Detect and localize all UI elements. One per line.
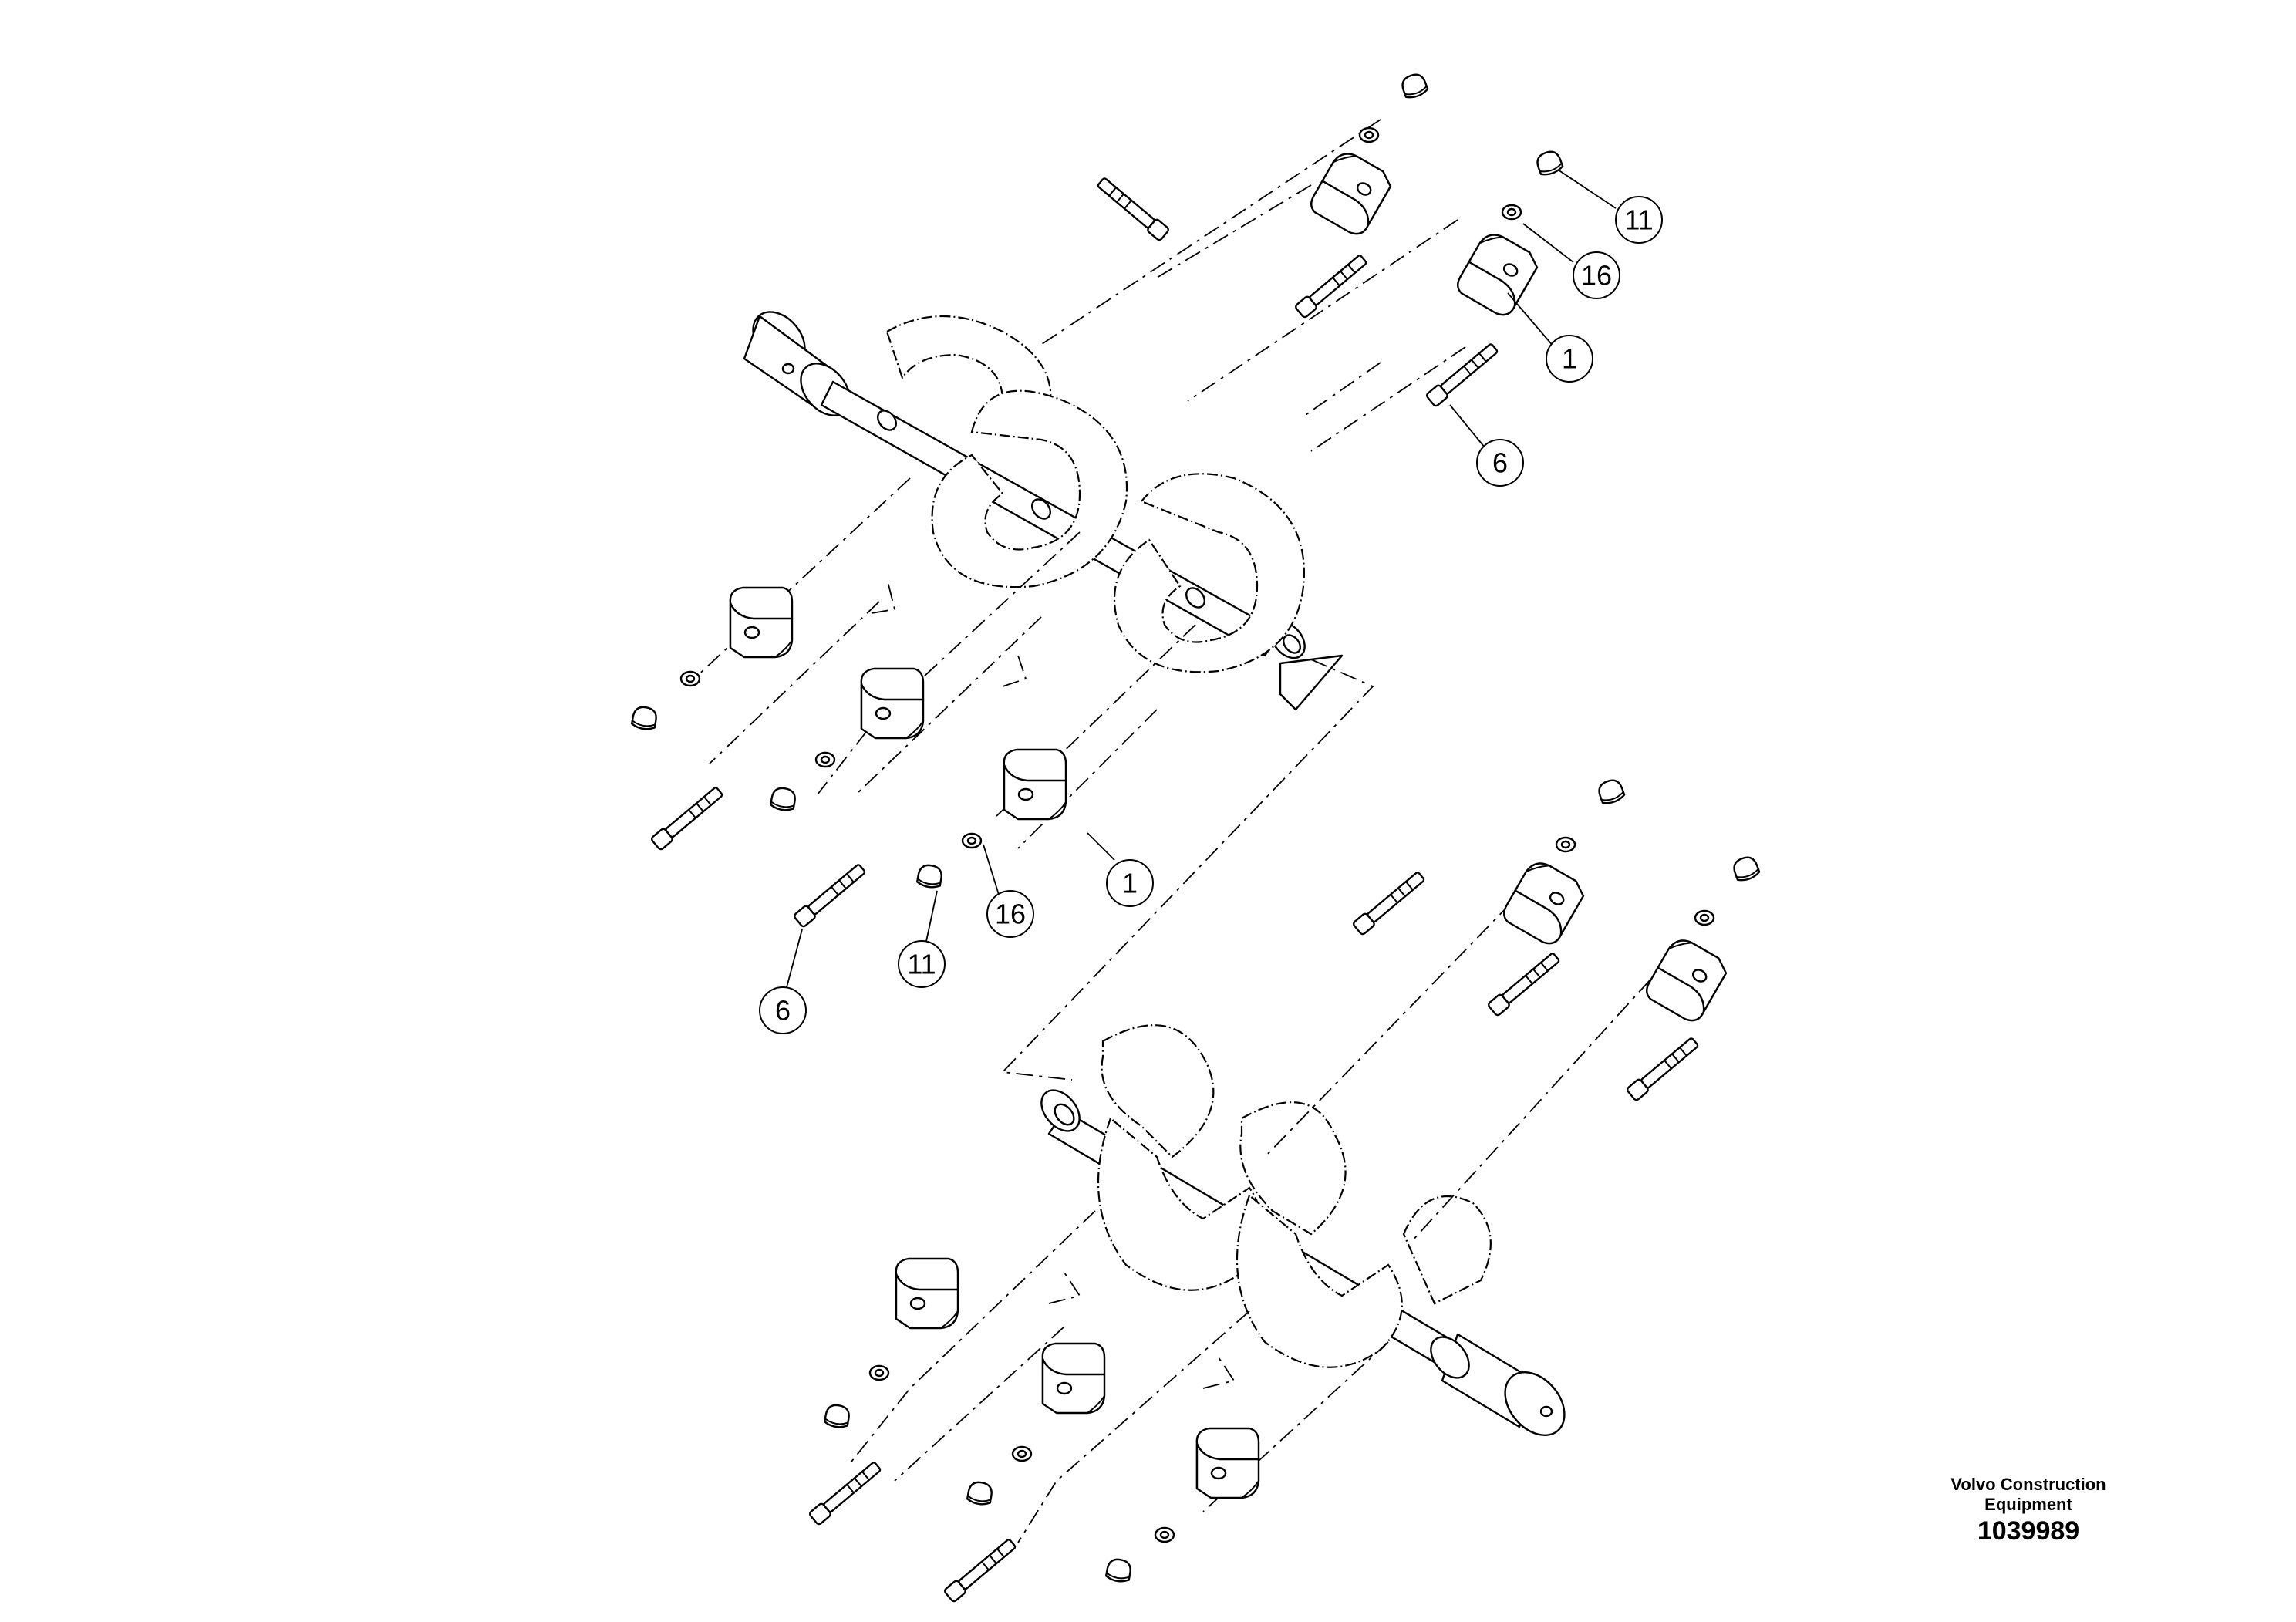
upper-hardware-bottom [630, 586, 1067, 929]
callout-6-middle: 6 [759, 986, 807, 1034]
manufacturer-line-2: Equipment [1984, 1495, 2072, 1514]
svg-text:6: 6 [775, 995, 791, 1027]
manufacturer-line-1: Volvo Construction [1950, 1475, 2106, 1494]
callout-16-middle: 16 [986, 890, 1034, 938]
callout-11-upper: 11 [1615, 196, 1663, 244]
svg-text:1: 1 [1122, 868, 1138, 899]
svg-text:16: 16 [1581, 260, 1612, 292]
lower-auger-flights [1097, 1024, 1492, 1368]
lower-end-bushing [1430, 1333, 1566, 1437]
lower-hardware-top [1351, 776, 1762, 1102]
drawing-number: 1039989 [1977, 1516, 2080, 1546]
svg-text:11: 11 [907, 949, 936, 980]
lower-hardware-bottom [807, 1257, 1260, 1603]
upper-auger-flights [885, 315, 1344, 711]
manufacturer-label: Volvo Construction Equipment [1913, 1475, 2144, 1515]
callout-16-upper: 16 [1573, 251, 1620, 299]
callout-1-upper: 1 [1546, 335, 1593, 383]
svg-text:1: 1 [1562, 343, 1577, 375]
callout-1-middle: 1 [1106, 859, 1154, 907]
upper-auger-assembly [630, 70, 1565, 1081]
callout-6-upper: 6 [1476, 439, 1524, 487]
callout-leaders [786, 169, 1617, 988]
upper-hardware-top [1094, 70, 1565, 408]
svg-text:11: 11 [1624, 204, 1653, 236]
svg-text:16: 16 [995, 899, 1026, 930]
callout-11-middle: 11 [898, 940, 946, 988]
svg-text:6: 6 [1492, 447, 1508, 479]
lower-auger-assembly [807, 776, 1762, 1603]
